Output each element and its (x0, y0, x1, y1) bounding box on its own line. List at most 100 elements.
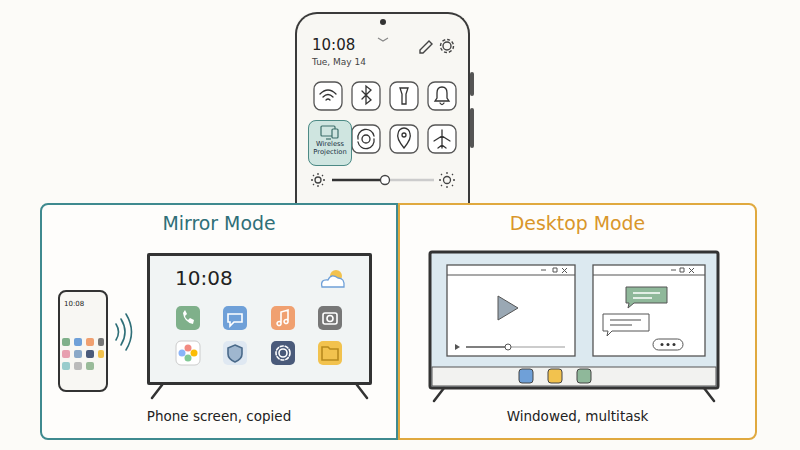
mode-caption: Windowed, multitask (398, 409, 757, 425)
small-phone (74, 350, 82, 358)
desktop-tv (667, 343, 670, 346)
desktop-tv (541, 268, 567, 273)
quick-settings-tiles (352, 82, 380, 110)
desktop-panel: Desktop ModeWindowed, multitask (398, 203, 757, 440)
brightness-slider (315, 177, 321, 183)
desktop-tv (653, 339, 683, 350)
mirror-tv (147, 253, 372, 385)
desktop-tv (430, 252, 718, 388)
small-phone (86, 362, 94, 370)
desktop-tv (447, 265, 575, 356)
desktop-tv (508, 346, 565, 348)
phone-body (470, 72, 474, 96)
quick-settings-icons (358, 129, 374, 148)
small-phone (86, 338, 94, 346)
app-glyphs (279, 349, 287, 357)
mode-title: Mirror Mode (40, 213, 398, 235)
quick-settings-icons (434, 130, 450, 148)
desktop-tv (603, 314, 649, 336)
small-phone (98, 350, 104, 358)
small-phone (98, 338, 104, 346)
quick-settings-tiles (428, 82, 456, 110)
desktop-tv (593, 274, 705, 275)
small-phone (116, 314, 132, 350)
phone-header-icons (420, 40, 454, 54)
phone-header-icons (441, 40, 454, 53)
clock-time: 10:08 (312, 37, 355, 54)
phone-frame: 10:08Tue, May 14Wireless Projection (295, 12, 470, 205)
small-phone: 10:08 (58, 290, 108, 392)
phone-body (470, 108, 474, 148)
brightness-slider (332, 179, 385, 182)
wireless-projection-tile (308, 120, 352, 166)
mirror-tv (223, 341, 247, 365)
wireless-projection-tile (326, 138, 331, 139)
desktop-tv (466, 346, 508, 348)
quick-settings-tiles (390, 82, 418, 110)
app-glyphs (185, 345, 192, 352)
desktop-tv (673, 343, 676, 346)
small-phone (58, 290, 108, 392)
mirror-tv (318, 341, 342, 365)
brightness-slider (439, 172, 455, 188)
desktop-tv (610, 320, 641, 325)
desktop-tv (432, 367, 716, 386)
phone-header-icons (420, 41, 432, 53)
mirror-panel: Mirror ModePhone screen, copied 10:08 10:0… (40, 203, 398, 440)
mirror-tv (176, 341, 200, 365)
brightness-slider (444, 177, 451, 184)
clock-time: 10:08 (64, 300, 84, 308)
app-glyphs (276, 346, 290, 360)
desktop-tv (548, 369, 562, 383)
mirror-tv (271, 341, 295, 365)
mirror-tv (318, 306, 342, 330)
brightness-slider (381, 176, 390, 185)
quick-settings-tiles (390, 125, 418, 153)
app-glyphs (185, 355, 192, 362)
desktop-tv (577, 369, 591, 383)
small-phone (74, 362, 82, 370)
projection-tile: Wireless Projection (308, 120, 352, 166)
phone-body (378, 38, 388, 41)
app-glyphs (183, 310, 194, 324)
mirror-tv (322, 276, 345, 287)
small-phone (62, 350, 70, 358)
quick-settings-tiles (314, 82, 342, 110)
app-glyphs (327, 316, 333, 322)
desktop-tv (519, 369, 533, 383)
app-glyphs (322, 347, 338, 360)
small-phone (74, 338, 82, 346)
tv-screen: 10:08 (147, 253, 372, 385)
desktop-tv (626, 287, 667, 308)
desktop-tv (434, 388, 714, 401)
mirror-tv (152, 385, 367, 398)
mode-caption: Phone screen, copied (40, 409, 398, 425)
desktop-tv (633, 293, 660, 298)
panel-ground (40, 203, 757, 440)
phone-header-icons (443, 42, 451, 50)
mirror-tv (271, 306, 295, 330)
desktop-tv (505, 344, 511, 350)
clock-time: 10:08 (175, 267, 233, 290)
panel-ground (40, 203, 757, 440)
mode-title: Desktop Mode (398, 213, 757, 235)
desktop-tv (447, 274, 575, 275)
brightness-slider (311, 173, 325, 187)
mirror-tv (176, 306, 200, 330)
wireless-projection-tile (332, 129, 338, 138)
desktop-tv (455, 344, 460, 350)
desktop-tv (498, 296, 518, 320)
app-glyphs (191, 350, 198, 357)
phone-body (295, 12, 474, 205)
brightness-slider (385, 179, 434, 182)
small-phone (62, 362, 70, 370)
quick-settings-icons (400, 88, 408, 104)
app-glyphs (277, 310, 288, 325)
desktop-tv (661, 343, 664, 346)
phone-body (295, 12, 470, 205)
app-glyphs (228, 314, 242, 326)
small-phone (62, 338, 70, 346)
mirror-tv (223, 306, 247, 330)
app-glyphs (323, 313, 337, 324)
